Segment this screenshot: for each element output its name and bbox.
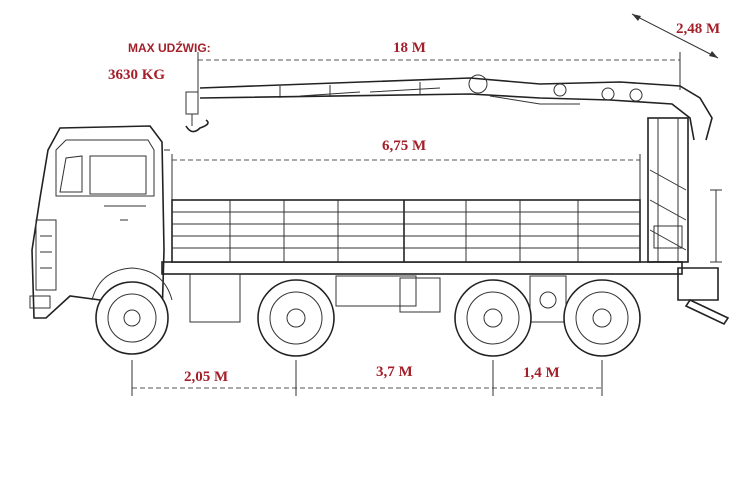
- crane-boom: [185, 74, 730, 326]
- wheel-front-tire: [95, 281, 169, 355]
- boom-pivot-icon: [601, 87, 615, 101]
- grille: [35, 219, 57, 291]
- wheel-front: [91, 267, 173, 355]
- wheel-front-rim: [107, 293, 157, 343]
- outrigger-leg: [684, 298, 730, 326]
- wheel-axle-3: [454, 279, 532, 357]
- bumper: [29, 295, 51, 309]
- boom-extra-label: 2,48 M: [676, 21, 720, 37]
- boom-pivot-icon: [553, 83, 567, 97]
- crane-control-box: [653, 225, 683, 249]
- wheels: [91, 267, 641, 357]
- wheel-axle-3-tire: [454, 279, 532, 357]
- arrow-icon: [632, 14, 641, 21]
- fuel-tank: [189, 273, 241, 323]
- wheel-axle-2: [257, 279, 335, 357]
- battery-box: [399, 277, 441, 313]
- bed-length-label: 6,75 M: [382, 138, 426, 154]
- suspension-pivot-icon: [539, 291, 557, 309]
- tool-box: [335, 275, 417, 307]
- side-window: [89, 155, 147, 195]
- capacity-value: 3630 KG: [108, 67, 165, 83]
- arrow-icon: [709, 51, 718, 58]
- boom-reach-label: 18 M: [393, 40, 426, 56]
- wheel-axle-2-rim: [269, 291, 323, 345]
- wheelbase-front-label: 2,05 M: [184, 369, 228, 385]
- boom-tip: [185, 91, 199, 115]
- dimension-lines: [131, 13, 722, 396]
- boom-pivot-icon: [629, 88, 643, 102]
- hook-icon: [185, 119, 209, 133]
- wheelbase-rear-label: 1,4 M: [523, 365, 560, 381]
- chassis-frame: [161, 261, 683, 275]
- wheel-axle-4-hub: [592, 308, 612, 328]
- wheel-axle-4: [563, 279, 641, 357]
- cab-window-frame: [55, 139, 155, 197]
- boom-extra-dimension-line: [631, 13, 719, 59]
- wheel-axle-2-hub: [286, 308, 306, 328]
- wheelbase-mid-label: 3,7 M: [376, 364, 413, 380]
- cargo-bed: [171, 199, 641, 263]
- boom-lower-edge: [199, 93, 695, 141]
- outrigger: [677, 267, 719, 301]
- wheel-axle-4-tire: [563, 279, 641, 357]
- wheel-front-hub: [123, 309, 141, 327]
- boom-hydraulics: [299, 87, 580, 105]
- wheel-axle-3-hub: [483, 308, 503, 328]
- capacity-label: MAX UDŹWIG:: [128, 40, 211, 55]
- wheel-axle-3-rim: [466, 291, 520, 345]
- wheel-axle-4-rim: [575, 291, 629, 345]
- boom-pivot-icon: [468, 74, 488, 94]
- wheel-axle-2-tire: [257, 279, 335, 357]
- boom-upper-edge: [199, 77, 713, 141]
- wheel-front-arch: [91, 267, 173, 301]
- suspension: [529, 275, 567, 323]
- column-hydraulics: [649, 169, 687, 251]
- windshield: [59, 155, 83, 193]
- bed-sidewall: [171, 199, 641, 263]
- labels: MAX UDŹWIG: 3630 KG 18 M 2,48 M 6,75 M 2…: [108, 21, 720, 385]
